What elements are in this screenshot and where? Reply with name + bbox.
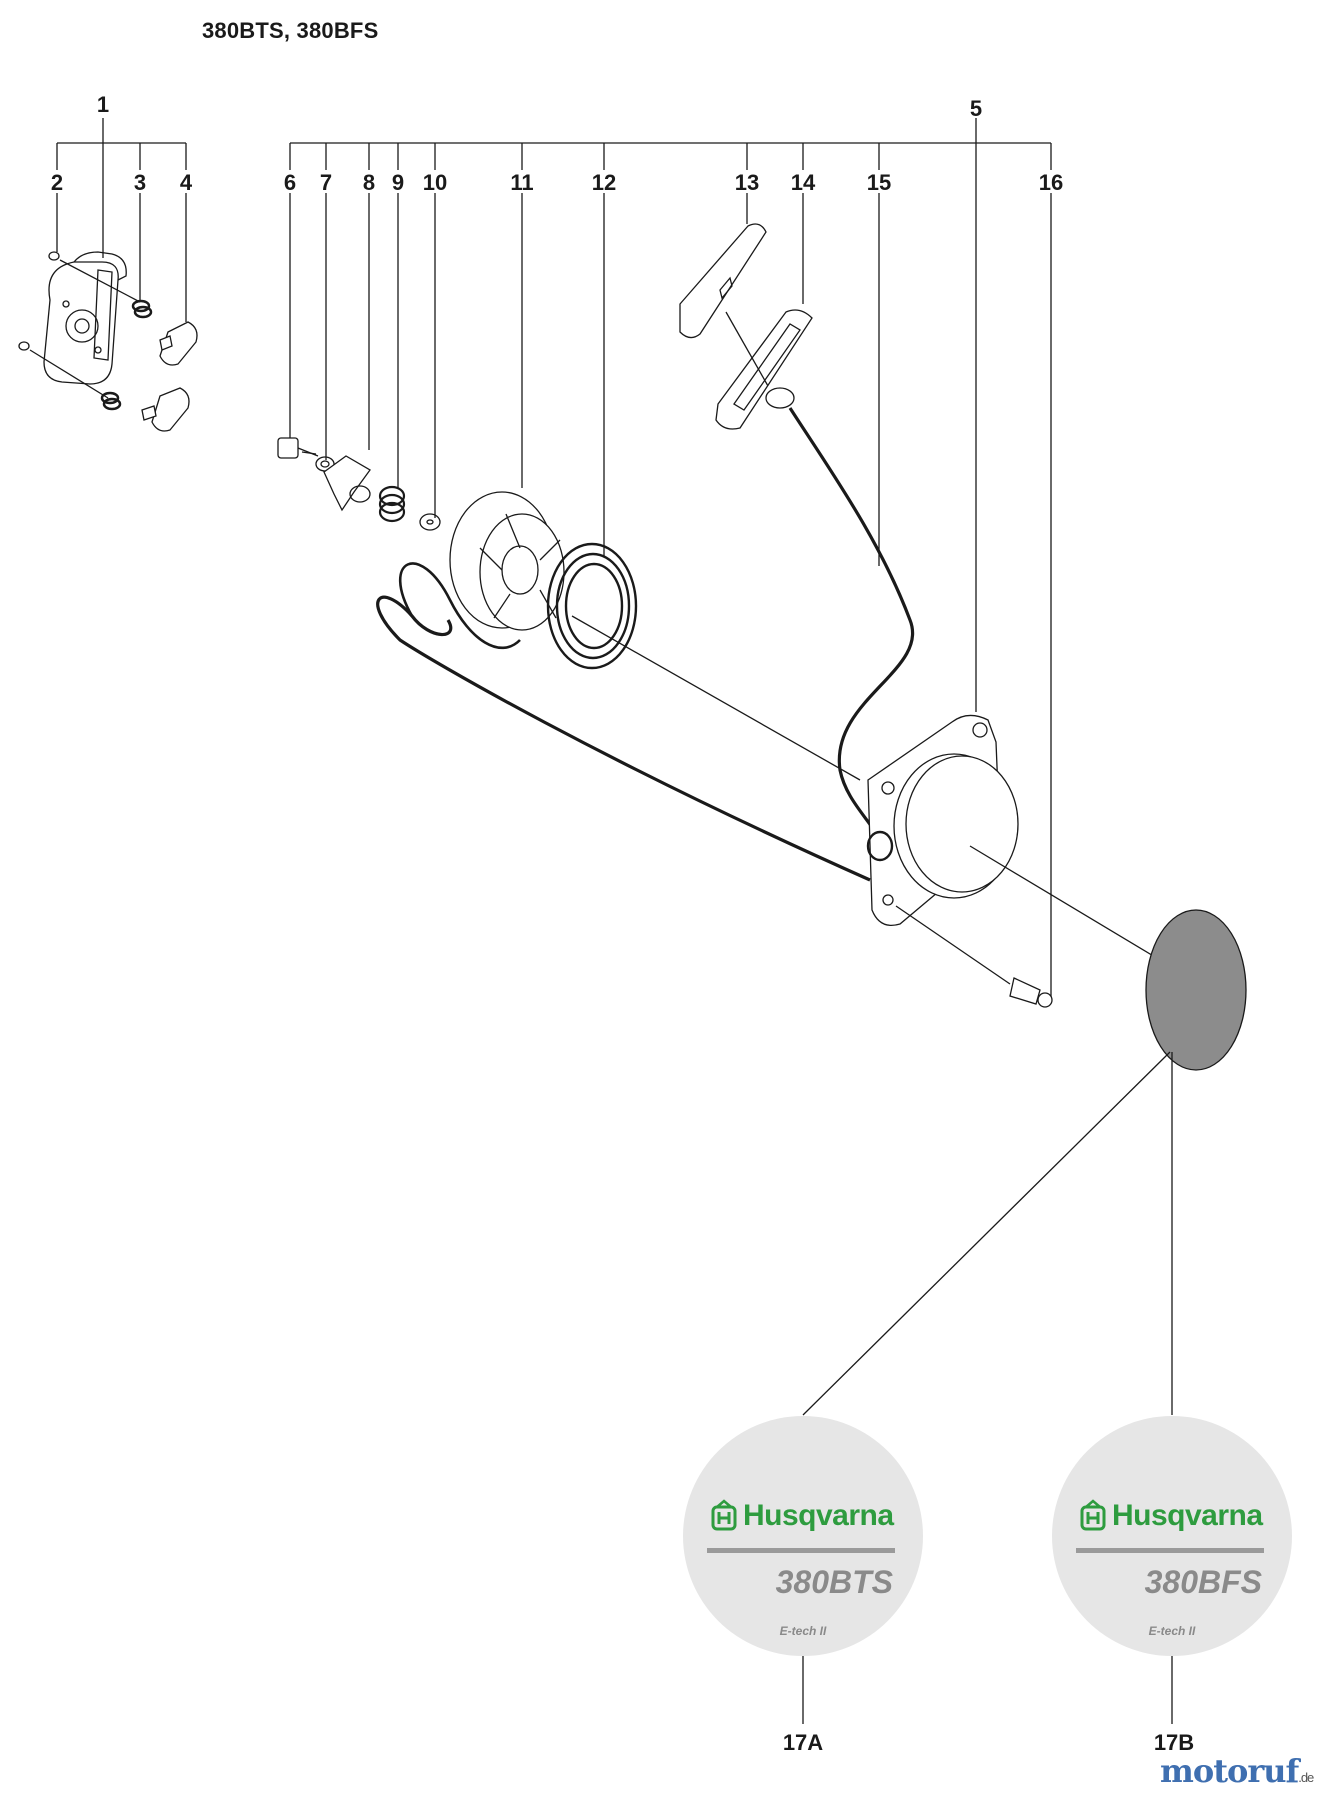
center-screw: [277, 437, 319, 459]
husqvarna-crown-icon: [711, 1499, 737, 1531]
model-name: 380BFS: [1144, 1564, 1262, 1600]
part-number-6: 6: [283, 170, 297, 195]
husqvarna-brand: Husqvarna: [1078, 1496, 1268, 1536]
diagram-title: 380BTS, 380BFS: [202, 18, 379, 43]
rope-pulley: [449, 491, 565, 631]
decal-badge-17b: Husqvarna 380BFS E-tech II: [1052, 1416, 1292, 1656]
pawl-spring-upper: [131, 299, 153, 319]
starter-housing: [866, 714, 1161, 961]
pawl-lower: [151, 387, 190, 432]
part-number-8: 8: [362, 170, 376, 195]
part-number-16: 16: [1038, 170, 1064, 195]
part-number-4: 4: [179, 170, 193, 195]
starter-rope: [788, 407, 914, 841]
bracket-group-1: [56, 118, 187, 322]
part-number-13: 13: [734, 170, 760, 195]
badge-divider: [707, 1548, 895, 1553]
pawl-upper: [159, 321, 198, 366]
brand-name: Husqvarna: [1112, 1499, 1263, 1532]
part-number-9: 9: [391, 170, 405, 195]
starter-handle-insert: [715, 309, 813, 430]
watermark-text: motoruf: [1160, 1752, 1299, 1790]
starter-handle-grip: [679, 223, 767, 339]
pawl-cover-plate: [43, 251, 127, 385]
part-number-1: 1: [96, 92, 110, 117]
rewind-spring-small: [378, 485, 406, 523]
watermark: motoruf.de: [1160, 1752, 1314, 1790]
circlip-lower: [18, 341, 30, 351]
model-subtitle: E-tech II: [1148, 1624, 1196, 1638]
part-number-10: 10: [422, 170, 448, 195]
pawl-carrier: [323, 455, 371, 512]
recoil-spring-coil: [546, 542, 638, 670]
watermark-suffix: .de: [1298, 1770, 1314, 1785]
part-number-7: 7: [319, 170, 333, 195]
husqvarna-crown-icon: [1080, 1499, 1106, 1531]
washer-10: [419, 513, 441, 531]
circlip-upper: [48, 251, 60, 261]
pawl-spring-lower: [100, 391, 122, 411]
bracket-group-5: [289, 118, 1052, 1000]
badge-divider: [1076, 1548, 1264, 1553]
housing-screw: [895, 905, 1053, 1008]
part-number-5: 5: [969, 96, 983, 121]
part-number-12: 12: [591, 170, 617, 195]
model-name: 380BTS: [775, 1564, 893, 1600]
part-number-2: 2: [50, 170, 64, 195]
part-number-17b: 17B: [1153, 1730, 1195, 1755]
part-number-14: 14: [790, 170, 816, 195]
model-subtitle: E-tech II: [779, 1624, 827, 1638]
cover-decal: [1145, 909, 1247, 1071]
part-number-15: 15: [866, 170, 892, 195]
part-number-11: 11: [510, 170, 534, 195]
part-number-3: 3: [133, 170, 147, 195]
starter-rope-outer: [376, 595, 871, 882]
husqvarna-brand: Husqvarna: [709, 1496, 899, 1536]
decal-badge-17a: Husqvarna 380BTS E-tech II: [683, 1416, 923, 1656]
part-number-17a: 17A: [782, 1730, 824, 1755]
brand-name: Husqvarna: [743, 1499, 894, 1532]
